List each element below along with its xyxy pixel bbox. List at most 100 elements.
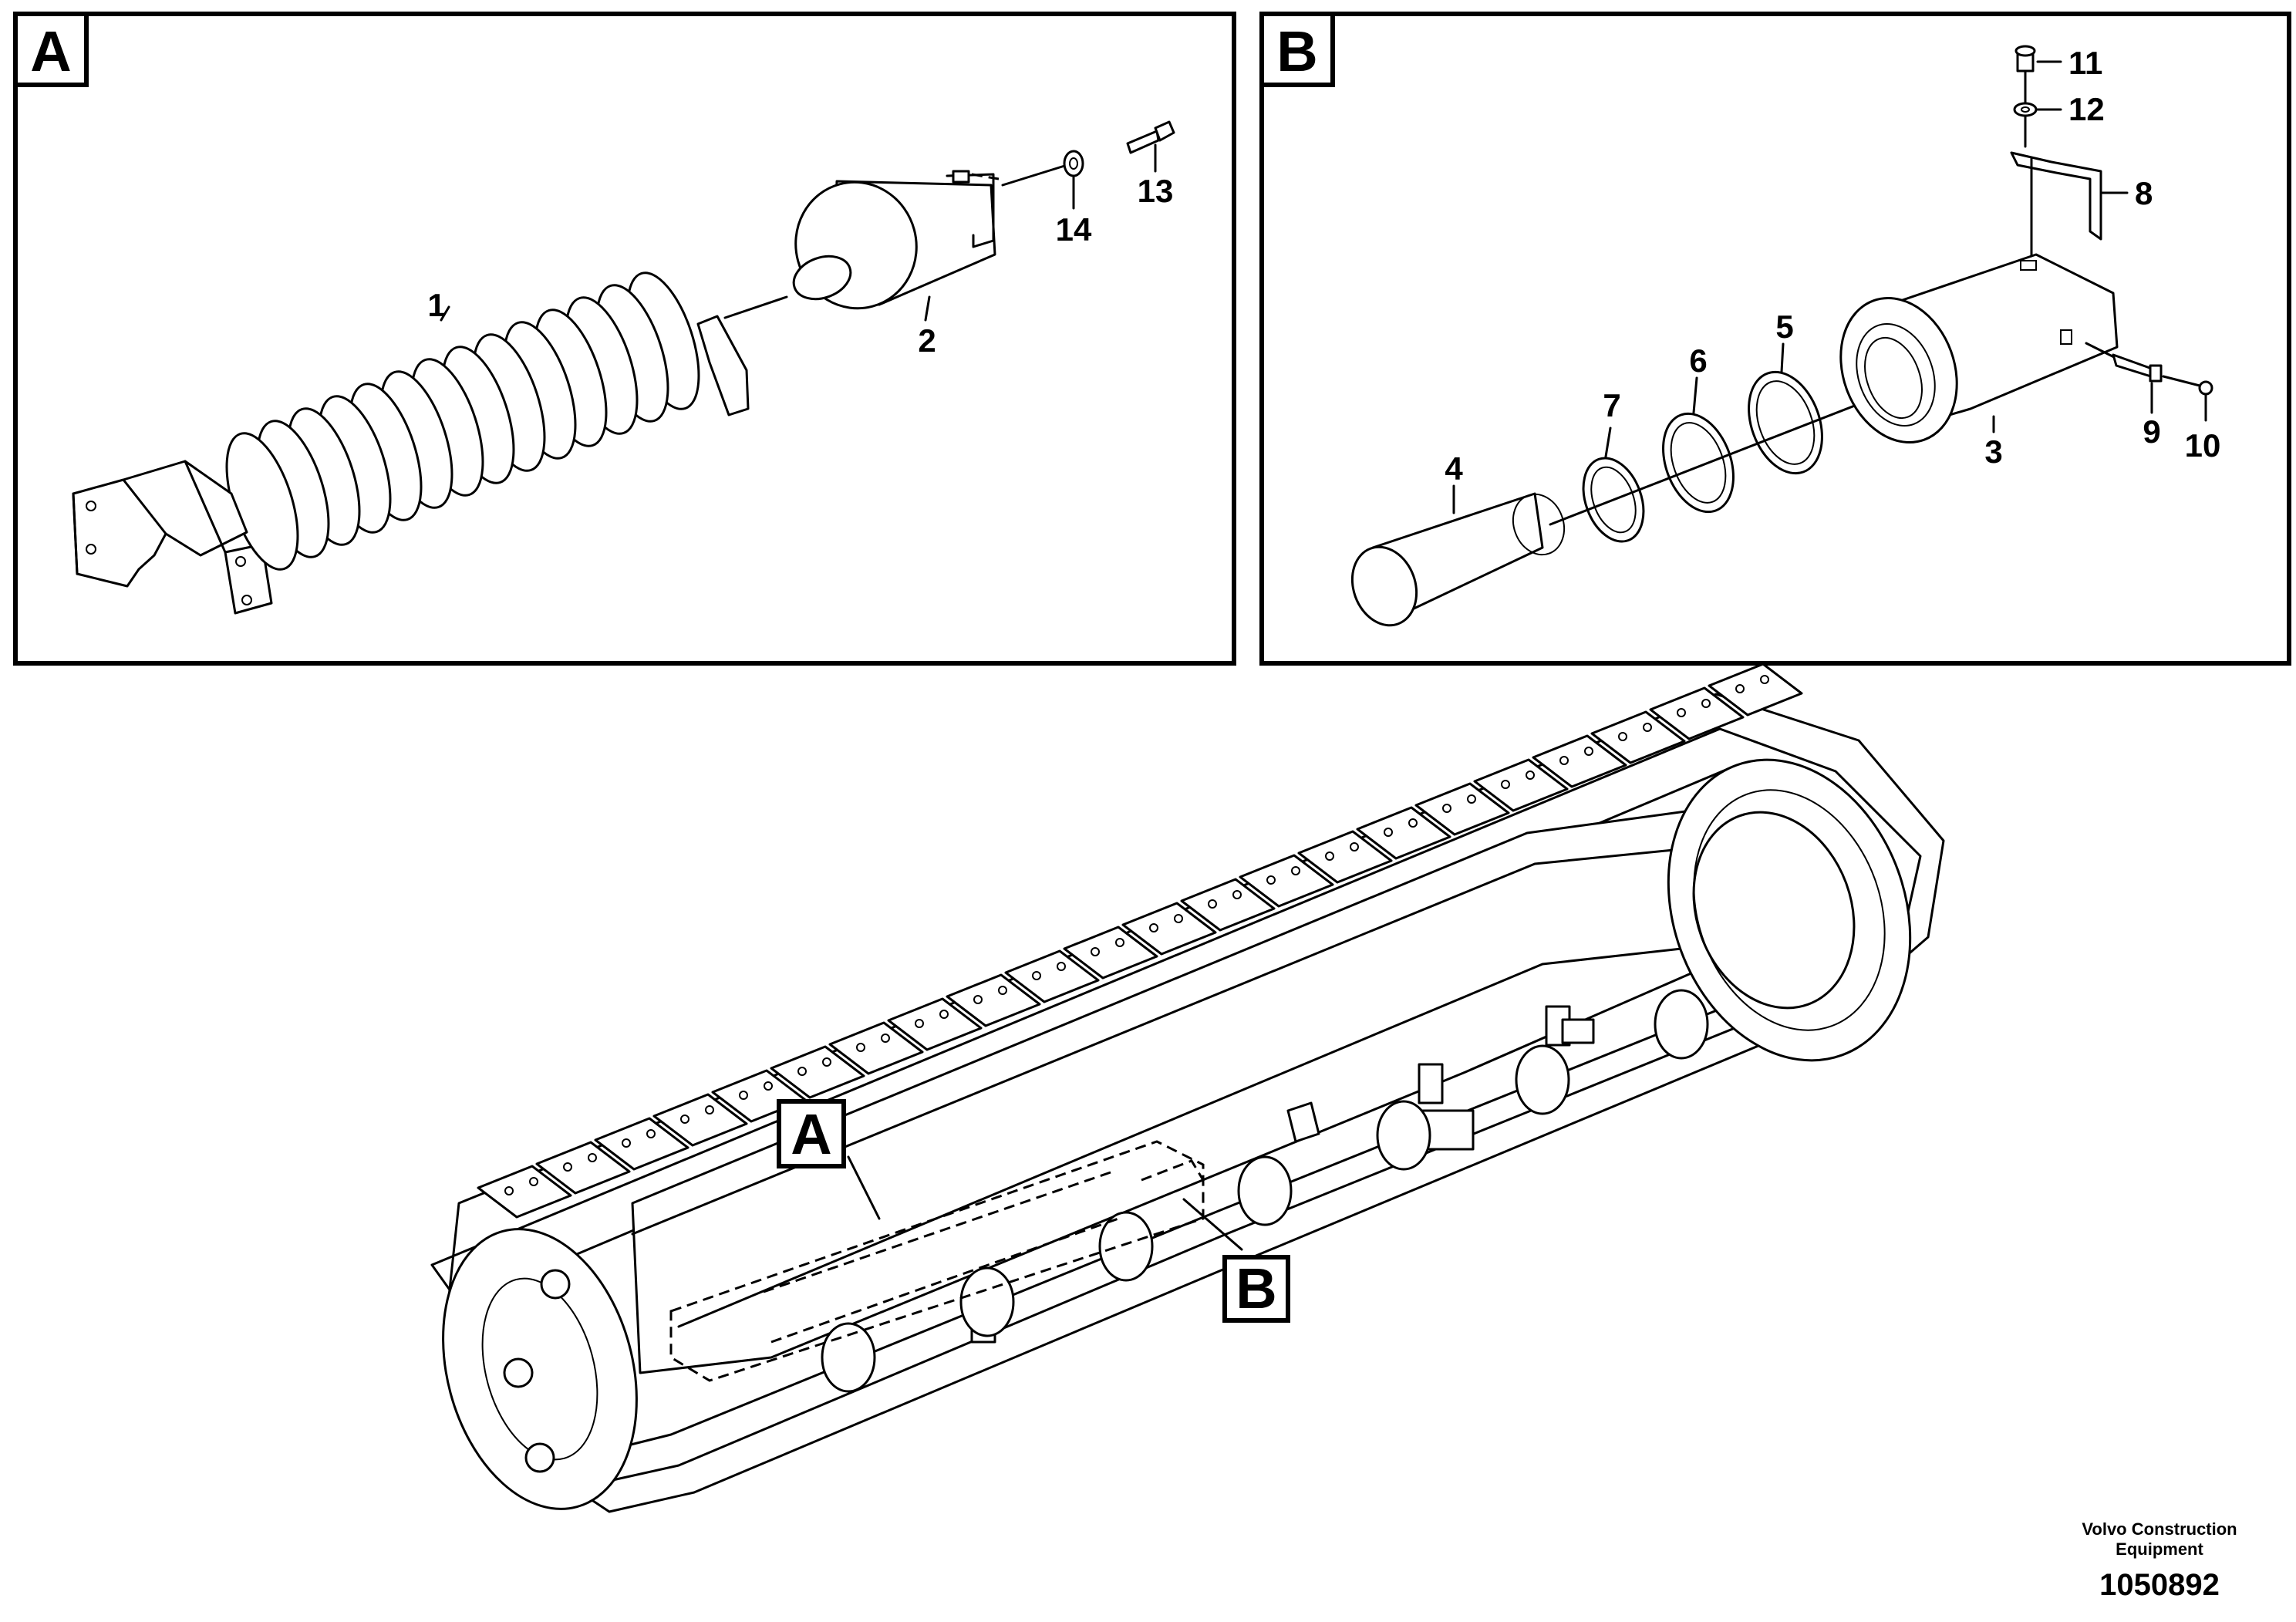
panel-a-tag: A	[30, 19, 71, 83]
drawing-number: 1050892	[2099, 1568, 2220, 1602]
callout-b-leader	[1182, 1198, 1243, 1251]
shoe-bolt	[1501, 780, 1510, 789]
label-part-10: 10	[2185, 427, 2221, 464]
track-rollers	[821, 989, 1709, 1393]
shoe-bolt	[504, 1186, 514, 1195]
track-shoe	[946, 973, 1041, 1027]
callout-a-box	[777, 1099, 846, 1168]
track-shoe	[594, 1117, 689, 1171]
shoe-bolt	[939, 1010, 949, 1019]
shoe-bolt	[1350, 842, 1359, 851]
track-shoe	[1239, 854, 1334, 908]
shoe-bolt	[1559, 756, 1569, 765]
leader-5	[1780, 342, 1785, 373]
shoe-bolt	[1584, 747, 1593, 756]
brand-line-1: Volvo Construction	[2082, 1519, 2237, 1539]
track-shoe	[887, 997, 983, 1051]
shoe-bolt	[1384, 828, 1393, 837]
shoe-bolt	[1408, 818, 1418, 828]
label-part-3: 3	[1984, 433, 2002, 470]
track-shoe	[535, 1141, 631, 1195]
shoe-bolt	[881, 1034, 890, 1043]
callout-a: A	[777, 1099, 881, 1220]
panel-a-tag-box	[13, 12, 89, 87]
leader-1	[440, 305, 450, 322]
track-shoe	[1414, 782, 1510, 836]
track-shoe	[1473, 758, 1569, 812]
shoe-bolt	[705, 1105, 714, 1114]
shoe-bolt	[1677, 708, 1686, 717]
track-shoe	[652, 1093, 748, 1147]
axis-line-b	[1549, 400, 1868, 526]
recoil-spring	[72, 271, 750, 615]
track-shoe	[1532, 734, 1627, 788]
label-part-5: 5	[1775, 309, 1793, 345]
axis-line-b-cap	[2162, 375, 2201, 387]
drive-sprocket	[1667, 758, 1912, 1062]
leader-7	[1604, 427, 1612, 458]
track-shoe	[1063, 926, 1158, 980]
panel-a: A	[13, 12, 1236, 666]
front-idler	[442, 1228, 638, 1510]
label-part-12: 12	[2068, 91, 2105, 127]
track-roller	[1376, 1100, 1431, 1171]
label-part-1: 1	[427, 287, 445, 323]
leader-2	[924, 295, 931, 322]
track-shoe	[828, 1021, 924, 1075]
track-shoe	[1649, 686, 1745, 740]
label-part-9: 9	[2143, 413, 2160, 450]
cylinder-body-3	[1839, 253, 2119, 444]
track-shoe	[770, 1045, 865, 1099]
label-part-11: 11	[2068, 45, 2102, 81]
shoe-bolt	[680, 1114, 689, 1124]
panel-b: B	[1259, 12, 2291, 666]
axis-line-a2	[1001, 162, 1074, 187]
grease-fitting-9	[2112, 353, 2163, 383]
callout-b-letter: B	[1236, 1256, 1276, 1320]
shoe-bolt	[856, 1043, 865, 1052]
track-shoes	[477, 663, 1803, 1219]
shoe-bolt	[739, 1091, 748, 1100]
shoe-bolt	[1208, 899, 1217, 909]
track-roller	[959, 1266, 1015, 1337]
track-roller	[1515, 1044, 1570, 1115]
track-roller	[1237, 1155, 1293, 1226]
track-shoe	[477, 1165, 572, 1219]
shoe-bolt	[1643, 723, 1652, 732]
shoe-bolt	[1526, 771, 1535, 780]
track-frame-overview	[430, 663, 1945, 1513]
shoe-bolt	[646, 1129, 656, 1138]
piston-4	[1350, 492, 1566, 627]
bracket-8	[2010, 151, 2102, 258]
seal-ring-6	[1662, 412, 1735, 514]
cap-10	[2198, 380, 2213, 396]
shoe-bolt	[822, 1057, 831, 1067]
shoe-bolt	[1291, 866, 1300, 875]
label-part-14: 14	[1056, 211, 1092, 248]
callout-b-box	[1222, 1255, 1290, 1323]
leader-6	[1692, 376, 1698, 414]
shoe-bolt	[973, 995, 983, 1004]
track-shoe	[1297, 830, 1393, 884]
footer: Volvo Construction Equipment 1050892	[2082, 1519, 2237, 1602]
label-part-2: 2	[918, 322, 936, 359]
shoe-bolt	[1174, 914, 1183, 923]
panel-b-tag-box	[1259, 12, 1335, 87]
track-shoe	[1356, 806, 1451, 860]
washer-14	[1063, 150, 1084, 177]
shoe-bolt	[1149, 923, 1158, 932]
track-shoe	[1708, 663, 1803, 717]
label-part-7: 7	[1603, 387, 1620, 423]
shoe-bolt	[1760, 675, 1769, 684]
track-shoe	[1004, 949, 1100, 1003]
shoe-bolt	[1057, 962, 1066, 971]
shoe-bolt	[1735, 684, 1745, 693]
shoe-bolt	[588, 1153, 597, 1162]
label-part-6: 6	[1689, 342, 1707, 379]
shoe-bolt	[1266, 875, 1276, 885]
label-part-13: 13	[1138, 173, 1174, 209]
side-frame	[631, 808, 1714, 1374]
shoe-bolt	[622, 1138, 631, 1148]
shoe-bolt	[529, 1177, 538, 1186]
